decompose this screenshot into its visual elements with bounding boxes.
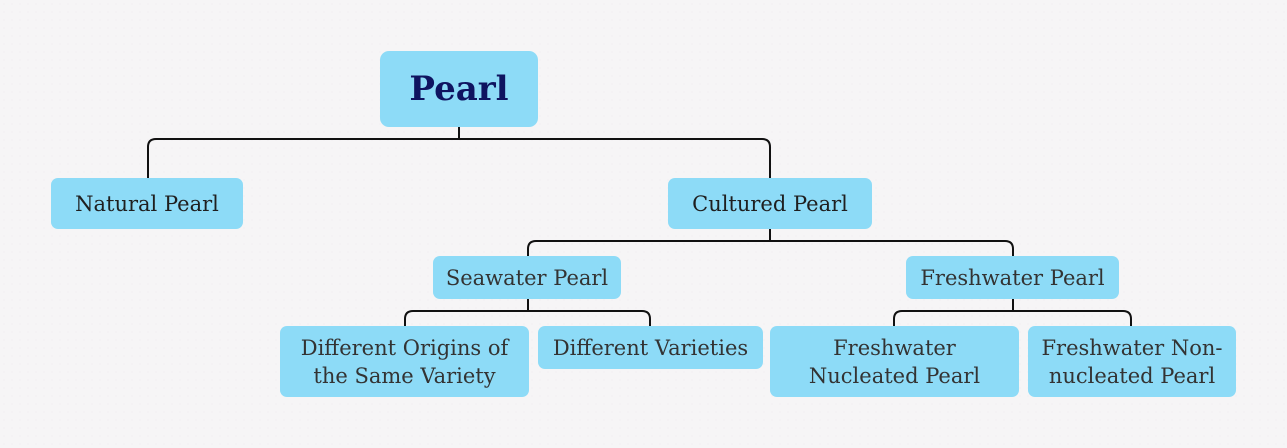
- node-label: Freshwater Non- nucleated Pearl: [1041, 335, 1223, 388]
- connector-freshwater-to-nucleated: [893, 310, 1013, 326]
- node-label: Cultured Pearl: [692, 191, 848, 216]
- connector-freshwater-to-non-nucleated: [1013, 310, 1132, 326]
- connector-cultured-to-seawater: [527, 240, 770, 256]
- connector-cultured-to-freshwater: [770, 240, 1014, 256]
- node-label: Different Origins of the Same Variety: [300, 335, 509, 388]
- node-freshwater-pearl[interactable]: Freshwater Pearl: [906, 256, 1119, 299]
- connector-root-to-natural: [147, 138, 459, 178]
- node-label: Freshwater Nucleated Pearl: [808, 335, 981, 388]
- node-label: Natural Pearl: [75, 191, 219, 216]
- node-freshwater-non-nucleated[interactable]: Freshwater Non- nucleated Pearl: [1028, 326, 1236, 397]
- node-label: Different Varieties: [552, 335, 749, 360]
- connector-seawater-to-varieties: [528, 310, 651, 326]
- node-seawater-pearl[interactable]: Seawater Pearl: [433, 256, 621, 299]
- node-label: Seawater Pearl: [445, 265, 609, 290]
- node-pearl-root[interactable]: Pearl: [380, 51, 538, 127]
- node-freshwater-nucleated[interactable]: Freshwater Nucleated Pearl: [770, 326, 1019, 397]
- connector-root-to-cultured: [459, 138, 771, 178]
- node-different-varieties[interactable]: Different Varieties: [538, 326, 763, 369]
- node-label: Pearl: [409, 69, 509, 109]
- node-cultured-pearl[interactable]: Cultured Pearl: [668, 178, 872, 229]
- node-different-origins[interactable]: Different Origins of the Same Variety: [280, 326, 529, 397]
- connector-seawater-to-origins: [404, 310, 528, 326]
- node-natural-pearl[interactable]: Natural Pearl: [51, 178, 243, 229]
- node-label: Freshwater Pearl: [920, 265, 1105, 290]
